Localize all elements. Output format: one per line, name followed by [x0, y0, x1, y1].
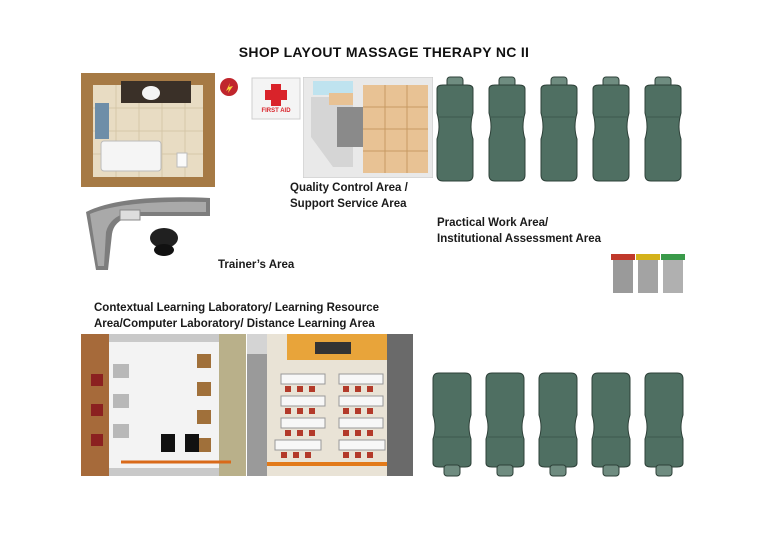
- contextual-learning-label-line2: Area/Computer Laboratory/ Distance Learn…: [94, 318, 375, 330]
- first-aid-label: FIRST AID: [261, 108, 291, 114]
- bathroom-image: [81, 73, 215, 187]
- quality-control-label: Quality Control Area / Support Service A…: [290, 180, 408, 212]
- first-aid-box: FIRST AID: [251, 77, 301, 120]
- quality-control-room-image: [303, 77, 433, 178]
- trainer-desk-image: [82, 194, 214, 272]
- massage-beds-top-row: [433, 76, 687, 182]
- massage-beds-bottom-row: [429, 371, 689, 477]
- quality-control-label-line1: Quality Control Area /: [290, 182, 408, 194]
- waste-bins-icon: [609, 252, 687, 294]
- trainer-area-label: Trainer’s Area: [218, 259, 295, 271]
- practical-work-label: Practical Work Area/ Institutional Asses…: [437, 215, 601, 247]
- fire-extinguisher-icon: [218, 77, 240, 97]
- computer-lab-image: [81, 334, 246, 476]
- contextual-learning-label-line1: Contextual Learning Laboratory/ Learning…: [94, 302, 379, 314]
- classroom-image: [247, 334, 413, 476]
- practical-work-label-line2: Institutional Assessment Area: [437, 233, 602, 245]
- page-title: SHOP LAYOUT MASSAGE THERAPY NC II: [238, 44, 530, 60]
- quality-control-label-line2: Support Service Area: [290, 198, 407, 210]
- contextual-learning-label: Contextual Learning Laboratory/ Learning…: [94, 300, 379, 332]
- practical-work-label-line1: Practical Work Area/: [437, 217, 549, 229]
